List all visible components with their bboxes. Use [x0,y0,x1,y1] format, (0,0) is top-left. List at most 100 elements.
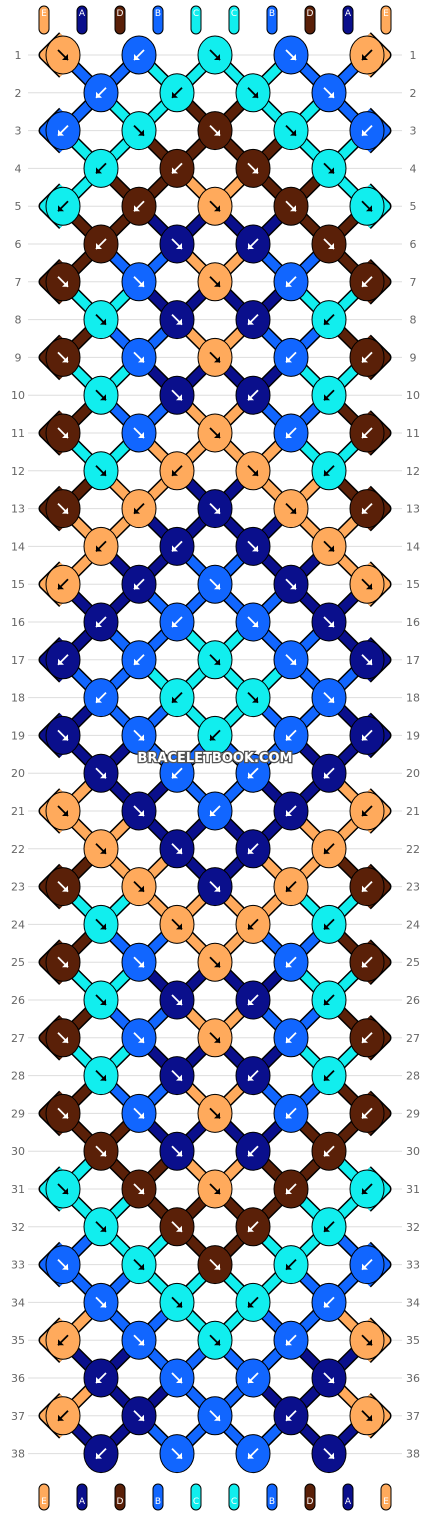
arrowhead-icon [324,847,330,854]
arrowhead-icon [248,1225,254,1232]
arrowhead-icon [324,1225,330,1232]
strand-end: E [38,1483,50,1511]
knot [45,1169,81,1209]
row-number-right: 19 [406,729,420,742]
arrowhead-icon [248,1074,254,1081]
arrowhead-icon [172,696,178,703]
knot [349,791,385,831]
row-number-left: 31 [11,1183,25,1196]
knot [311,753,347,793]
arrowhead-icon [286,961,292,968]
arrowhead-icon [100,999,106,1005]
strand-letter: A [79,9,86,19]
knot [83,1207,119,1247]
knot [273,111,309,151]
strand-end: D [114,1483,126,1511]
knot [83,829,119,869]
strand-letter: D [307,9,314,19]
knot [121,489,157,529]
row-number-left: 37 [11,1410,25,1423]
knot [45,262,81,302]
arrowhead-icon [248,1150,254,1157]
knot [45,489,81,529]
knot [197,111,233,151]
knot [273,1093,309,1133]
strand-end: B [266,5,278,35]
arrowhead-icon [138,129,144,136]
knot [311,678,347,718]
knot-layer [45,35,385,1474]
knot [121,1320,157,1360]
knot [349,337,385,377]
knot [311,1282,347,1322]
knot [311,1358,347,1398]
knot [159,1282,195,1322]
arrowhead-icon [62,507,68,514]
arrowhead-icon [214,961,220,968]
knot [159,300,195,340]
arrowhead-icon [62,961,68,968]
knot [45,1396,81,1436]
knot [235,224,271,264]
arrowhead-icon [248,394,254,401]
knot [349,1169,385,1209]
row-number-left: 6 [15,238,22,251]
strand-letter: D [117,9,124,19]
row-number-left: 30 [11,1145,25,1158]
arrowhead-icon [58,129,64,136]
arrowhead-icon [138,1414,144,1421]
knot [273,715,309,755]
row-number-right: 13 [406,503,420,516]
arrowhead-icon [366,658,372,665]
strand-end: D [304,5,316,35]
arrowhead-icon [62,432,68,438]
arrowhead-icon [328,545,334,552]
row-number-right: 29 [406,1107,420,1120]
strand-tail [380,5,392,35]
arrowhead-icon [172,469,178,476]
arrowhead-icon [248,243,254,249]
arrowhead-icon [96,621,102,627]
knot [121,1093,157,1133]
strand-tail [114,1483,126,1511]
row-number-right: 9 [410,351,417,364]
arrowhead-icon [252,545,258,552]
arrowhead-icon [214,1414,220,1421]
arrowhead-icon [286,885,292,892]
knot [349,35,385,75]
row-number-left: 34 [11,1296,25,1309]
knot [197,262,233,302]
row-number-left: 32 [11,1221,25,1234]
knot [159,526,195,566]
knot [83,73,119,113]
arrowhead-icon [290,583,296,590]
knot [349,489,385,529]
arrowhead-icon [286,1414,292,1421]
arrowhead-icon [324,923,330,930]
row-number-right: 20 [406,767,420,780]
knot [83,980,119,1020]
knot [349,942,385,982]
row-number-right: 22 [406,843,420,856]
knot [311,1131,347,1171]
arrowhead-icon [172,545,178,552]
arrowhead-icon [100,1301,106,1308]
strand-tail [228,1483,240,1511]
knot [83,375,119,415]
row-number-right: 12 [406,465,420,478]
knot [273,262,309,302]
knot [349,413,385,453]
arrowhead-icon [138,885,144,892]
row-number-right: 23 [406,881,420,894]
arrowhead-icon [100,318,106,325]
row-number-left: 27 [11,1032,25,1045]
knot [45,111,81,151]
knot [83,300,119,340]
knot [45,942,81,982]
arrowhead-icon [96,545,102,552]
knot [121,867,157,907]
knot [45,35,81,75]
knot [121,262,157,302]
arrowhead-icon [362,356,368,363]
arrowhead-icon [366,1339,372,1346]
